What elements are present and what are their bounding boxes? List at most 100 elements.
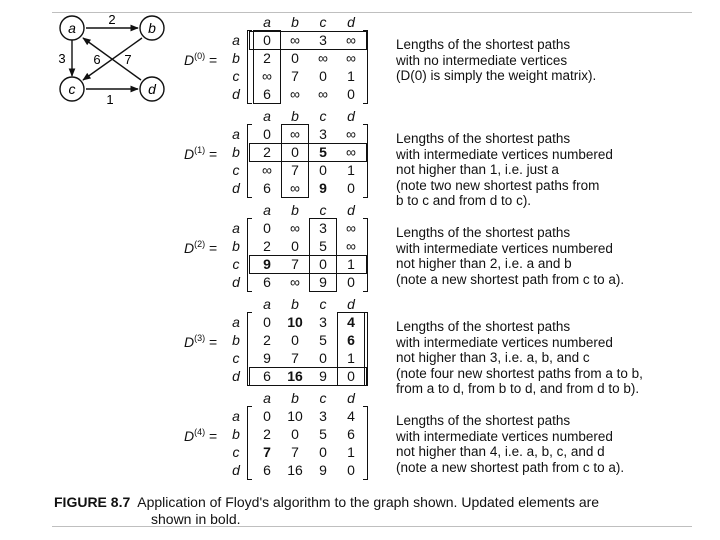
matrix-1-col-header: a bbox=[263, 108, 271, 124]
matrix-1-col-header: d bbox=[347, 108, 355, 124]
matrix-0-cell: ∞ bbox=[346, 50, 356, 66]
matrix-3-cell: 3 bbox=[319, 314, 327, 330]
matrix-0-cell: 3 bbox=[319, 32, 327, 48]
matrix-1-cell: 0 bbox=[347, 180, 355, 196]
description-line: not higher than 2, i.e. a and b bbox=[396, 256, 572, 271]
matrix-2-cell: 0 bbox=[291, 238, 299, 254]
matrix-3-row-label: d bbox=[232, 368, 240, 384]
matrix-1-row-label: a bbox=[232, 126, 240, 142]
matrix-3-cell: 0 bbox=[347, 368, 355, 384]
matrix-0-cell: 1 bbox=[347, 68, 355, 84]
matrix-4-cell: 1 bbox=[347, 444, 355, 460]
matrix-1-row-label: c bbox=[232, 162, 240, 178]
matrix-1-row-label: d bbox=[232, 180, 240, 196]
matrix-4-cell: 0 bbox=[291, 426, 299, 442]
matrix-2-cell: ∞ bbox=[290, 274, 300, 290]
matrix-0-col-header: c bbox=[319, 14, 327, 30]
matrix-0-row-label: c bbox=[232, 68, 240, 84]
matrix-0-cell: ∞ bbox=[318, 50, 328, 66]
matrix-4-cell: 0 bbox=[347, 462, 355, 478]
description-line: not higher than 4, i.e. a, b, c, and d bbox=[396, 444, 605, 459]
matrix-2-highlight-col bbox=[309, 218, 337, 292]
matrix-2-col-header: b bbox=[291, 202, 299, 218]
matrix-2-cell: 5 bbox=[319, 238, 327, 254]
matrix-0-cell: 0 bbox=[319, 68, 327, 84]
matrix-2-cell: ∞ bbox=[346, 238, 356, 254]
description-line: not higher than 1, i.e. just a bbox=[396, 162, 559, 177]
matrix-4-cell: 3 bbox=[319, 408, 327, 424]
description-line: (note a new shortest path from c to a). bbox=[396, 271, 625, 287]
matrix-3-cell: 0 bbox=[319, 350, 327, 366]
matrix-3-label: D(3) = bbox=[184, 333, 218, 350]
matrix-0-cell: ∞ bbox=[290, 86, 300, 102]
matrix-4-cell: 10 bbox=[287, 408, 303, 424]
matrix-2-cell: 0 bbox=[319, 256, 327, 272]
matrix-3-row-label: a bbox=[232, 314, 240, 330]
matrix-1-right-bracket bbox=[363, 124, 368, 198]
matrix-1-row-label: b bbox=[232, 144, 240, 160]
figure-label: FIGURE 8.7 bbox=[54, 494, 131, 510]
matrix-4-row-label: b bbox=[232, 426, 240, 442]
matrix-3-highlight-col bbox=[337, 312, 365, 386]
matrix-3-cell: 6 bbox=[347, 332, 355, 348]
matrix-4-col-header: c bbox=[319, 390, 327, 406]
matrix-4-cell: 7 bbox=[291, 444, 299, 460]
matrix-2-col-header: a bbox=[263, 202, 271, 218]
matrix-0-col-header: d bbox=[347, 14, 355, 30]
matrix-1-cell: 0 bbox=[291, 144, 299, 160]
figure-caption: FIGURE 8.7 Application of Floyd's algori… bbox=[54, 494, 694, 528]
matrix-3-cell: 5 bbox=[319, 332, 327, 348]
matrix-1-label: D(1) = bbox=[184, 145, 218, 162]
matrix-3-col-header: c bbox=[319, 296, 327, 312]
vertex-b bbox=[139, 15, 165, 41]
matrix-0-cell: 6 bbox=[263, 86, 271, 102]
matrix-0-cell: 0 bbox=[263, 32, 271, 48]
matrix-1-cell: 9 bbox=[319, 180, 327, 196]
matrix-3-cell: 0 bbox=[263, 314, 271, 330]
vertex-c bbox=[59, 76, 85, 102]
matrix-4-left-bracket bbox=[247, 406, 252, 480]
matrix-4-cell: 6 bbox=[263, 462, 271, 478]
matrix-2-col-header: d bbox=[347, 202, 355, 218]
matrix-4-cell: 9 bbox=[319, 462, 327, 478]
matrix-2-right-bracket bbox=[363, 218, 368, 292]
bottom-rule bbox=[52, 526, 692, 527]
matrix-4-cell: 6 bbox=[347, 426, 355, 442]
matrix-3-col-header: a bbox=[263, 296, 271, 312]
description-line: Lengths of the shortest paths bbox=[396, 225, 571, 240]
matrix-2-cell: 0 bbox=[263, 220, 271, 236]
matrix-2-row-label: d bbox=[232, 274, 240, 290]
vertex-a-label: a bbox=[68, 20, 76, 36]
matrix-1-cell: 2 bbox=[263, 144, 271, 160]
description-line: Lengths of the shortest paths bbox=[396, 319, 571, 334]
matrix-1-cell: 3 bbox=[319, 126, 327, 142]
matrix-4-col-header: b bbox=[291, 390, 299, 406]
matrix-2-row-label: a bbox=[232, 220, 240, 236]
matrix-2-highlight-row bbox=[249, 255, 367, 274]
vertex-c-label: c bbox=[69, 81, 76, 97]
matrix-1-cell: 7 bbox=[291, 162, 299, 178]
matrix-0-cell: ∞ bbox=[318, 86, 328, 102]
matrix-1-cell: 0 bbox=[319, 162, 327, 178]
vertex-b-label: b bbox=[148, 20, 156, 36]
top-rule bbox=[52, 12, 692, 13]
matrix-1-highlight-col bbox=[281, 124, 309, 198]
matrix-2-cell: 9 bbox=[263, 256, 271, 272]
matrix-3-col-header: b bbox=[291, 296, 299, 312]
description-line: (note a new shortest path from c to a). bbox=[396, 459, 625, 475]
matrix-0-row-label: d bbox=[232, 86, 240, 102]
matrix-4-cell: 16 bbox=[287, 462, 303, 478]
matrix-2-cell: 1 bbox=[347, 256, 355, 272]
matrix-3-col-header: d bbox=[347, 296, 355, 312]
matrix-1-cell: ∞ bbox=[290, 180, 300, 196]
matrix-4-cell: 0 bbox=[319, 444, 327, 460]
matrix-0-cell: 0 bbox=[347, 86, 355, 102]
matrix-3-cell: 10 bbox=[287, 314, 303, 330]
matrix-3-cell: 6 bbox=[263, 368, 271, 384]
matrix-3-highlight-row bbox=[249, 367, 367, 386]
description-line: (note two new shortest paths from bbox=[396, 177, 600, 193]
